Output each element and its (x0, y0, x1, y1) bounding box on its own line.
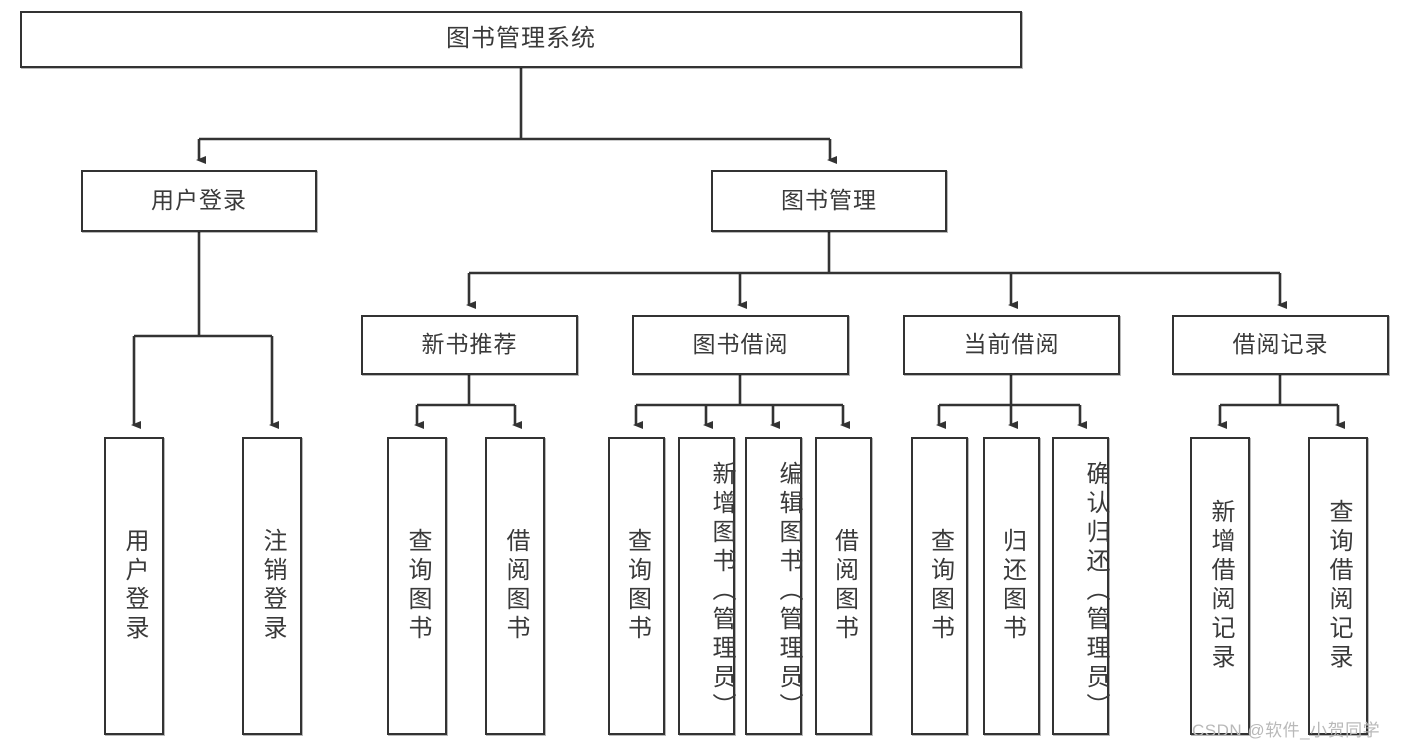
node-leaf[interactable]: 编辑图书（管理员） (745, 437, 802, 735)
node-level3-new-book-recommend[interactable]: 新书推荐 (361, 315, 578, 375)
node-level2-book-management[interactable]: 图书管理 (711, 170, 947, 232)
node-level2-user-login[interactable]: 用户登录 (81, 170, 317, 232)
node-label: 确认归还（管理员） (1082, 460, 1109, 722)
node-level3-book-borrow[interactable]: 图书借阅 (632, 315, 849, 375)
node-label: 新书推荐 (421, 331, 518, 358)
node-leaf[interactable]: 查询图书 (608, 437, 665, 735)
watermark: CSDN @软件_小贺同学 (1192, 721, 1381, 740)
node-label: 新增借阅记录 (1207, 499, 1234, 673)
node-label: 图书管理 (781, 187, 877, 214)
node-root-label: 图书管理系统 (446, 25, 596, 53)
node-label: 查询借阅记录 (1325, 499, 1352, 673)
node-leaf[interactable]: 借阅图书 (815, 437, 872, 735)
node-label: 借阅图书 (830, 528, 858, 644)
node-leaf[interactable]: 查询借阅记录 (1308, 437, 1368, 735)
node-label: 新增图书（管理员） (708, 460, 735, 722)
node-label: 借阅记录 (1232, 331, 1329, 358)
node-label: 用户登录 (121, 528, 148, 644)
node-leaf[interactable]: 归还图书 (983, 437, 1040, 735)
node-leaf[interactable]: 确认归还（管理员） (1052, 437, 1109, 735)
node-label: 查询图书 (404, 528, 431, 644)
node-label: 查询图书 (926, 528, 954, 644)
node-label: 查询图书 (623, 528, 651, 644)
node-leaf[interactable]: 查询图书 (387, 437, 447, 735)
node-leaf[interactable]: 查询图书 (911, 437, 968, 735)
node-label: 图书借阅 (692, 331, 789, 358)
node-label: 注销登录 (259, 528, 286, 644)
node-root[interactable]: 图书管理系统 (20, 11, 1022, 68)
node-leaf[interactable]: 借阅图书 (485, 437, 545, 735)
node-level3-borrow-records[interactable]: 借阅记录 (1172, 315, 1389, 375)
node-leaf[interactable]: 注销登录 (242, 437, 302, 735)
node-label: 当前借阅 (963, 331, 1060, 358)
node-leaf[interactable]: 用户登录 (104, 437, 164, 735)
node-leaf[interactable]: 新增借阅记录 (1190, 437, 1250, 735)
node-label: 编辑图书（管理员） (775, 460, 802, 722)
node-leaf[interactable]: 新增图书（管理员） (678, 437, 735, 735)
node-label: 借阅图书 (502, 528, 529, 644)
node-label: 归还图书 (998, 528, 1026, 644)
node-level3-current-borrow[interactable]: 当前借阅 (903, 315, 1120, 375)
node-label: 用户登录 (151, 187, 247, 214)
